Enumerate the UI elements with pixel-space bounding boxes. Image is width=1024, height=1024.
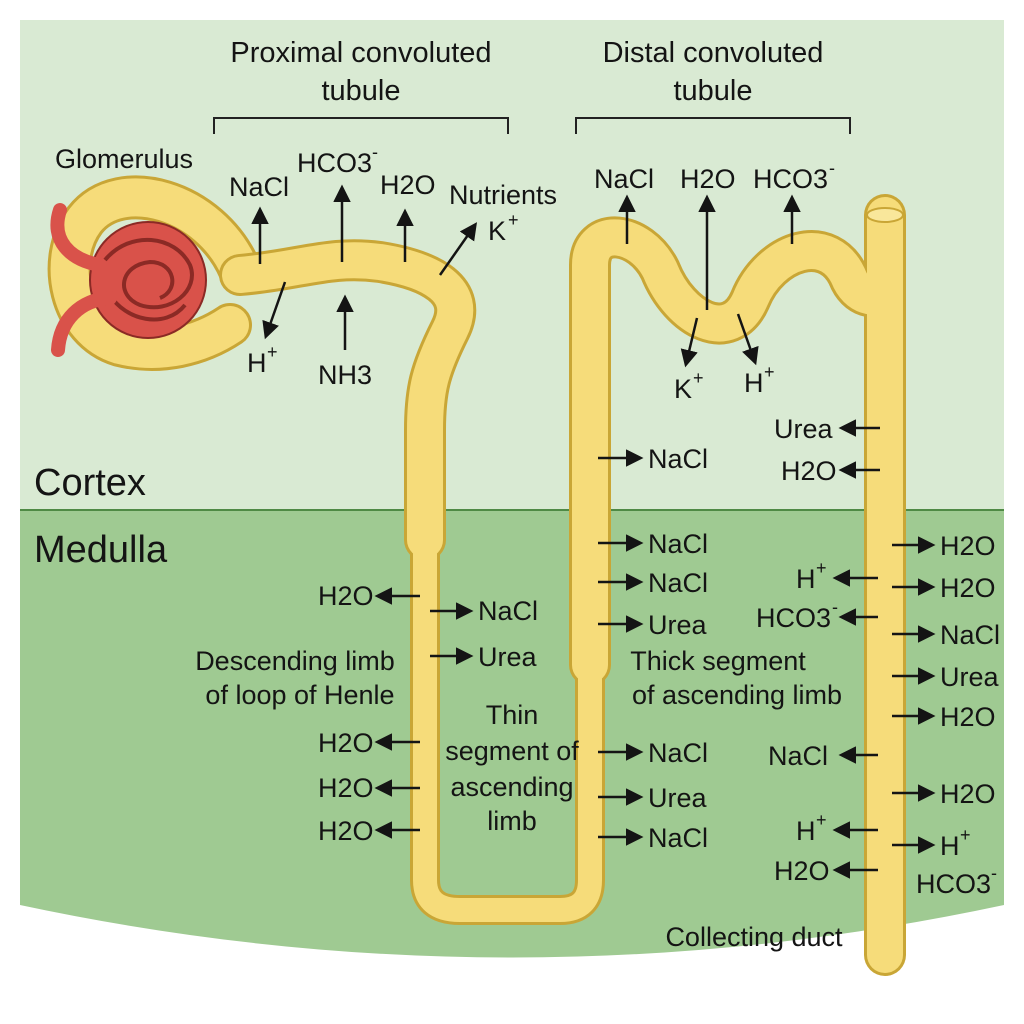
collecting-h2o-out-2: H2O — [774, 856, 830, 886]
collecting-h2o-out-1: H2O — [781, 456, 837, 486]
thick-segment-label-line1: Thick segment — [630, 646, 806, 676]
thin-segment-label-line4: limb — [487, 806, 537, 836]
collecting-hco3-out: HCO3 — [756, 603, 831, 633]
pct-hco3-charge: - — [372, 142, 378, 162]
collecting-duct-label: Collecting duct — [665, 922, 843, 952]
descending-limb-label-line1: Descending limb — [195, 646, 395, 676]
collecting-urea-out: Urea — [774, 414, 834, 444]
thin-segment-label-line3: ascending — [450, 772, 573, 802]
collecting-nacl-in: NaCl — [940, 620, 1000, 650]
collecting-right-arrows — [892, 536, 936, 854]
descending-nacl: NaCl — [478, 596, 538, 626]
collecting-h-out-1: H — [796, 564, 816, 594]
descending-urea: Urea — [478, 642, 538, 672]
dct-nacl: NaCl — [594, 164, 654, 194]
pct-nacl: NaCl — [229, 172, 289, 202]
bowman-capsule-fill — [50, 178, 259, 368]
pct-title-line1: Proximal convoluted — [230, 37, 491, 69]
pct-h2o: H2O — [380, 170, 436, 200]
collecting-nacl-out: NaCl — [768, 741, 828, 771]
pct-transport-arrows — [251, 184, 478, 350]
afferent-arteriole — [50, 203, 117, 357]
descending-limb-arrows — [374, 587, 474, 839]
descending-limb-label-line2: of loop of Henle — [205, 680, 394, 710]
dct-hco3-charge: - — [829, 158, 835, 178]
collecting-h2o-in-2: H2O — [940, 573, 996, 603]
collecting-h-out-1-charge: + — [816, 558, 827, 578]
thick-nacl-1: NaCl — [648, 444, 708, 474]
collecting-hco3-in: HCO3 — [916, 869, 991, 899]
thin-segment-label-line1: Thin — [486, 700, 539, 730]
collecting-h2o-in-4: H2O — [940, 779, 996, 809]
collecting-h-out-2: H — [796, 816, 816, 846]
cortex-label: Cortex — [34, 462, 146, 504]
dct-transport-arrows — [618, 194, 801, 368]
pct-h: H — [247, 348, 267, 378]
thick-nacl-3: NaCl — [648, 568, 708, 598]
pct-hco3: HCO3 — [297, 148, 372, 178]
collecting-left-arrows — [832, 419, 880, 879]
collecting-h2o-in-3: H2O — [940, 702, 996, 732]
dct-k-charge: + — [693, 368, 704, 388]
thin-segment-label-line2: segment of — [445, 736, 579, 766]
pct-nutrients: Nutrients — [449, 180, 557, 210]
collecting-h2o-in-1: H2O — [940, 531, 996, 561]
pct-k: K — [488, 216, 506, 246]
dct-hco3: HCO3 — [753, 164, 828, 194]
pct-k-charge: + — [508, 210, 519, 230]
collecting-h-in: H — [940, 831, 960, 861]
descending-h2o-2: H2O — [318, 728, 374, 758]
thick-urea-2: Urea — [648, 783, 708, 813]
ascending-limb-arrows — [598, 449, 644, 846]
collecting-hco3-out-charge: - — [832, 597, 838, 617]
thick-nacl-4: NaCl — [648, 738, 708, 768]
pct-h-charge: + — [267, 342, 278, 362]
thick-nacl-2: NaCl — [648, 529, 708, 559]
dct-k: K — [674, 374, 692, 404]
glomerulus-loops — [103, 237, 194, 322]
dct-title-line2: tubule — [673, 75, 752, 107]
dct-bracket — [575, 117, 851, 134]
collecting-duct-top — [866, 207, 904, 223]
medulla-label: Medulla — [34, 529, 168, 571]
thick-segment-label-line2: of ascending limb — [632, 680, 842, 710]
descending-h2o-4: H2O — [318, 816, 374, 846]
thick-nacl-5: NaCl — [648, 823, 708, 853]
descending-h2o-1: H2O — [318, 581, 374, 611]
collecting-h-in-charge: + — [960, 825, 971, 845]
dct-h2o: H2O — [680, 164, 736, 194]
dct-h-charge: + — [764, 362, 775, 382]
descending-h2o-3: H2O — [318, 773, 374, 803]
dct-title-line1: Distal convoluted — [603, 37, 824, 69]
collecting-hco3-in-charge: - — [991, 863, 997, 883]
collecting-h-out-2-charge: + — [816, 810, 827, 830]
medulla-zone — [20, 510, 1004, 958]
dct-h: H — [744, 368, 764, 398]
pct-title-line2: tubule — [321, 75, 400, 107]
pct-bracket — [213, 117, 509, 134]
glomerulus-label: Glomerulus — [55, 144, 193, 174]
collecting-urea-in: Urea — [940, 662, 1000, 692]
thick-urea-1: Urea — [648, 610, 708, 640]
pct-nh3: NH3 — [318, 360, 372, 390]
